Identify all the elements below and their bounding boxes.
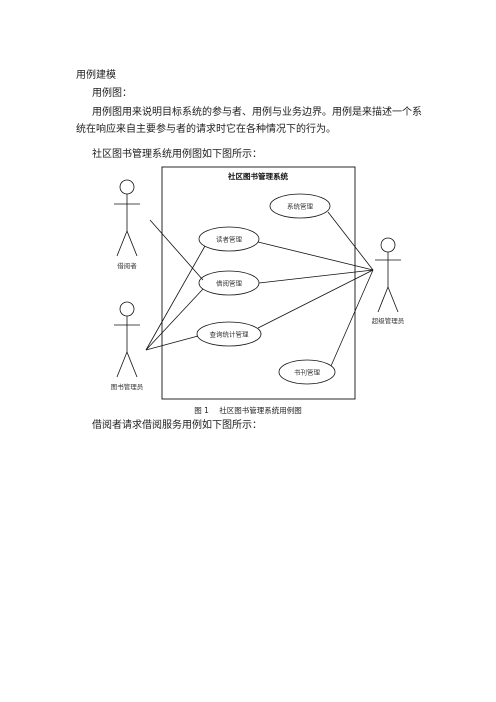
use-case-label: 书刊管理 [294, 368, 321, 377]
use-case-borrow-management: 借阅管理 [198, 270, 260, 296]
use-case-query-statistics: 查询统计管理 [196, 321, 262, 347]
use-case-system-management: 系统管理 [269, 193, 331, 219]
borrower-actor-icon [114, 179, 140, 257]
super-admin-actor-icon [375, 237, 401, 313]
diagram-intro: 社区图书管理系统用例图如下图所示： [92, 149, 262, 160]
borrower-label: 借阅者 [117, 261, 137, 270]
use-case-reader-management: 读者管理 [198, 226, 260, 252]
system-title: 社区图书管理系统 [227, 171, 288, 181]
intro-paragraph: 用例图用来说明目标系统的参与者、用例与业务边界。用例是来描述一个系统在响应来自主… [76, 107, 422, 135]
use-case-book-management: 书刊管理 [278, 359, 336, 385]
use-case-label: 借阅管理 [216, 279, 243, 288]
use-case-label: 系统管理 [287, 202, 314, 211]
figure-caption: 图 1 社区图书管理系统用例图 [0, 405, 496, 416]
librarian-actor-icon [114, 301, 140, 378]
subheading: 用例图： [92, 88, 132, 99]
use-case-label: 查询统计管理 [210, 330, 250, 339]
figure-number: 图 1 [194, 406, 209, 415]
figure-caption-text: 社区图书管理系统用例图 [219, 406, 302, 415]
association-lines [145, 211, 374, 367]
section-heading: 用例建模 [76, 70, 116, 81]
super-admin-label: 超级管理员 [372, 316, 405, 325]
librarian-label: 图书管理员 [111, 382, 144, 391]
use-case-label: 读者管理 [216, 235, 243, 244]
system-boundary [161, 166, 356, 400]
next-diagram-intro: 借阅者请求借阅服务用例如下图所示： [92, 420, 262, 431]
